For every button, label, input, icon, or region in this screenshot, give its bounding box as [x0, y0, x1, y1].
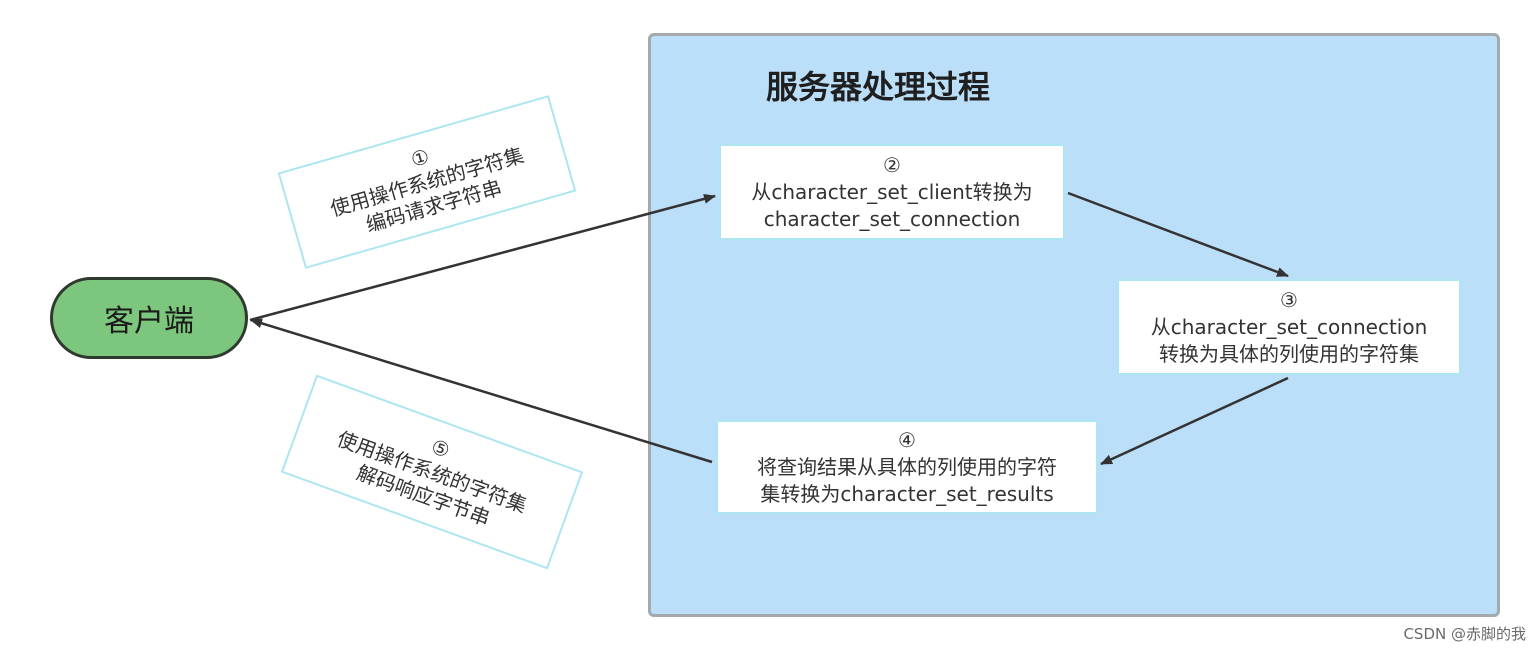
- arrow-step4-to-client: [250, 318, 713, 464]
- arrow-step3-to-step4: [1100, 376, 1289, 466]
- step-text-line1: 从character_set_client转换为: [751, 179, 1033, 204]
- step-box-4: ④ 将查询结果从具体的列使用的字符 集转换为character_set_resu…: [716, 420, 1098, 514]
- step-text-line2: character_set_connection: [763, 206, 1021, 231]
- step-text-line2: 转换为具体的列使用的字符集: [1159, 341, 1419, 366]
- step-text-line2: 集转换为character_set_results: [760, 481, 1054, 506]
- step-marker: ②: [883, 152, 901, 177]
- step-box-2: ② 从character_set_client转换为 character_set…: [719, 144, 1065, 240]
- watermark: CSDN @赤脚的我: [1403, 625, 1526, 643]
- step-text-line1: 将查询结果从具体的列使用的字符: [757, 454, 1057, 479]
- step-marker: ④: [898, 427, 916, 452]
- arrow-client-to-step2: [249, 194, 716, 322]
- arrow-step2-to-step3: [1067, 191, 1289, 278]
- server-title: 服务器处理过程: [766, 68, 991, 106]
- step-marker: ③: [1280, 287, 1298, 312]
- client-node: 客户端: [50, 277, 248, 359]
- step-box-3: ③ 从character_set_connection 转换为具体的列使用的字符…: [1117, 279, 1461, 375]
- step-text-line1: 从character_set_connection: [1150, 314, 1428, 339]
